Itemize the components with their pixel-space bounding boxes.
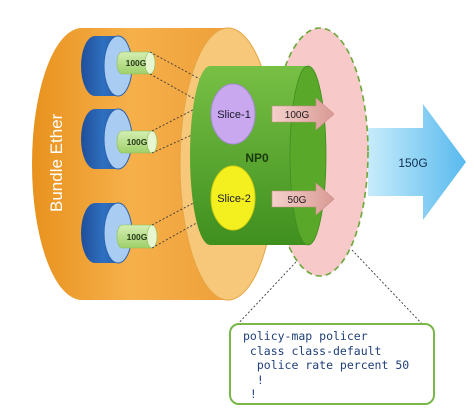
member-speed-label-2: 100G	[127, 137, 148, 147]
np0-block: NP0	[190, 65, 327, 246]
slice-2-egress-arrow: 50G	[271, 182, 335, 216]
config-line-4: !	[243, 372, 264, 387]
policy-config-box: policy-map policer class class-default p…	[229, 323, 435, 405]
output-arrow: 150G	[368, 104, 466, 220]
member-link-1: 100G	[81, 35, 156, 97]
slice-1: Slice-1	[210, 83, 256, 145]
bundle-label: Bundle Ether	[47, 113, 66, 212]
config-connector-lines	[235, 249, 425, 327]
output-rate-label: 150G	[398, 156, 427, 170]
config-line-5: !	[243, 387, 257, 401]
slice-2-rate-label: 50G	[288, 195, 307, 206]
config-line-3: police rate percent 50	[243, 358, 410, 372]
slice-1-label: Slice-1	[217, 109, 251, 121]
slice-1-egress-arrow: 100G	[271, 97, 335, 131]
config-line-2: class class-default	[243, 343, 382, 358]
slice-2-label: Slice-2	[217, 193, 251, 205]
config-line-1: policy-map policer	[243, 329, 368, 343]
member-link-3: 100G	[81, 202, 158, 264]
slice-1-rate-label: 100G	[285, 110, 310, 121]
slice-2: Slice-2	[210, 165, 256, 231]
member-speed-label-1: 100G	[126, 58, 147, 68]
member-link-2: 100G	[81, 108, 158, 170]
member-speed-label-3: 100G	[127, 232, 148, 242]
np0-label: NP0	[245, 151, 269, 165]
